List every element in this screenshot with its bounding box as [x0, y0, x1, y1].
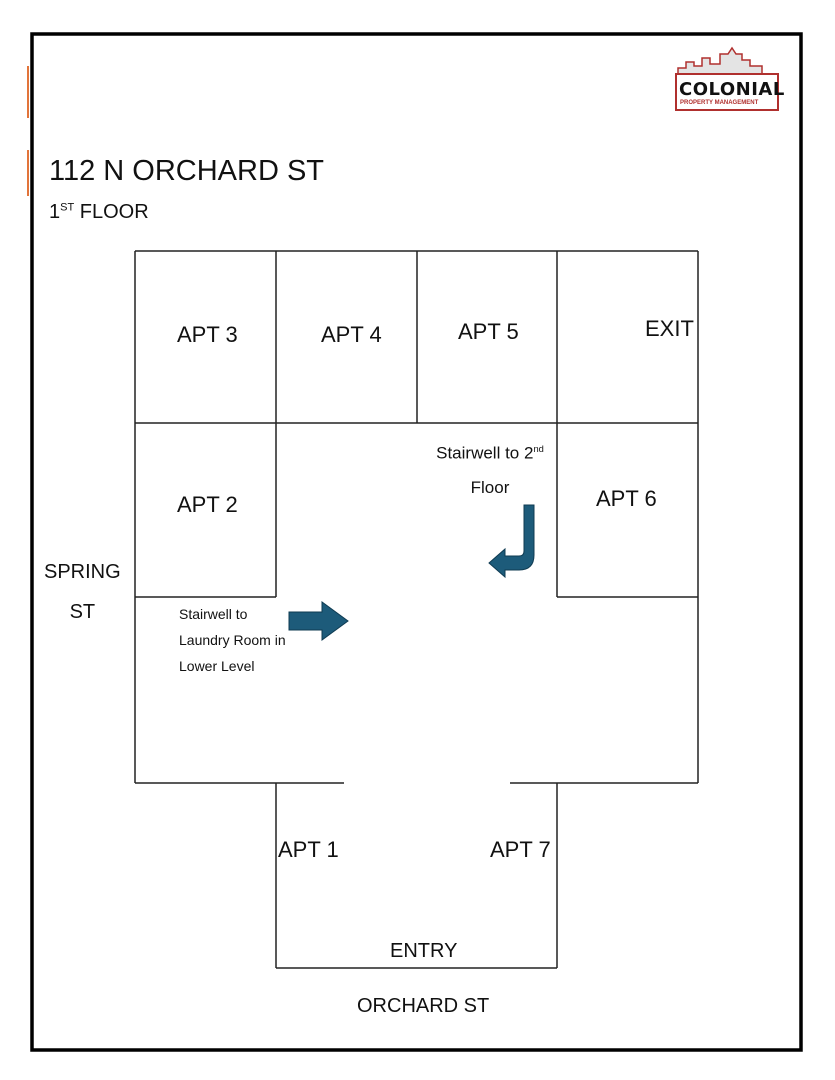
floor-number: 1 [49, 201, 61, 223]
street-spring-line1: SPRING [44, 561, 121, 583]
note-stairwell-up: Stairwell to 2nd Floor [420, 432, 560, 505]
street-orchard: ORCHARD ST [357, 995, 490, 1017]
floor-label: 1ST FLOOR [49, 201, 149, 224]
arrow-curved-down-left-icon [488, 504, 535, 579]
floor-suffix: ST [60, 201, 75, 214]
street-spring-line2: ST [69, 601, 96, 623]
page-frame [30, 32, 803, 1052]
note-stairwell-down-line1: Stairwell to [179, 606, 248, 622]
room-apt-3: APT 3 [177, 322, 238, 347]
room-entry: ENTRY [390, 940, 458, 962]
page-title: 112 N ORCHARD ST [49, 155, 325, 187]
street-spring: SPRING ST [44, 552, 121, 632]
arrow-right-icon [288, 601, 349, 641]
note-stairwell-up-sup: nd [533, 444, 544, 454]
room-exit: EXIT [645, 316, 694, 341]
logo-name: COLONIAL [679, 79, 785, 100]
room-apt-6: APT 6 [596, 486, 657, 511]
note-stairwell-down: Stairwell to Laundry Room in Lower Level [179, 601, 286, 679]
note-stairwell-down-line3: Lower Level [179, 658, 255, 674]
note-stairwell-up-line2: Floor [470, 477, 510, 497]
walls [134, 250, 699, 969]
colonial-logo [675, 46, 779, 111]
room-apt-5: APT 5 [458, 319, 519, 344]
note-stairwell-up-text: Stairwell to 2 [436, 443, 534, 463]
room-apt-4: APT 4 [321, 322, 382, 347]
note-stairwell-down-line2: Laundry Room in [179, 632, 286, 648]
floor-word: FLOOR [79, 201, 149, 223]
logo-tagline: PROPERTY MANAGEMENT [680, 100, 759, 106]
room-apt-2: APT 2 [177, 492, 238, 517]
room-apt-1: APT 1 [278, 837, 339, 862]
room-apt-7: APT 7 [490, 837, 551, 862]
